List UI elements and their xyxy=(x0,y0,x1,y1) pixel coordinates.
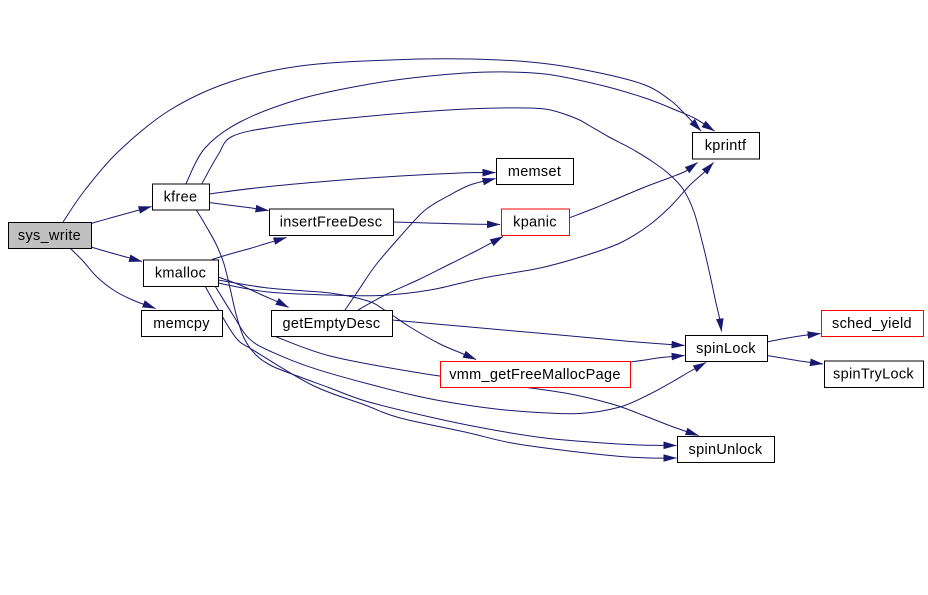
svg-text:spinLock: spinLock xyxy=(696,341,756,357)
svg-text:kpanic: kpanic xyxy=(513,215,557,231)
svg-text:vmm_getFreeMallocPage: vmm_getFreeMallocPage xyxy=(449,367,621,383)
svg-text:getEmptyDesc: getEmptyDesc xyxy=(283,316,381,332)
svg-text:kfree: kfree xyxy=(164,190,198,206)
svg-text:spinUnlock: spinUnlock xyxy=(689,442,763,458)
svg-text:sched_yield: sched_yield xyxy=(832,316,912,332)
svg-text:sys_write: sys_write xyxy=(18,228,81,244)
svg-text:spinTryLock: spinTryLock xyxy=(833,367,914,383)
svg-text:memset: memset xyxy=(508,164,561,180)
svg-text:insertFreeDesc: insertFreeDesc xyxy=(280,215,383,231)
svg-text:memcpy: memcpy xyxy=(153,316,210,332)
svg-text:kmalloc: kmalloc xyxy=(155,266,206,282)
svg-text:kprintf: kprintf xyxy=(705,138,747,154)
